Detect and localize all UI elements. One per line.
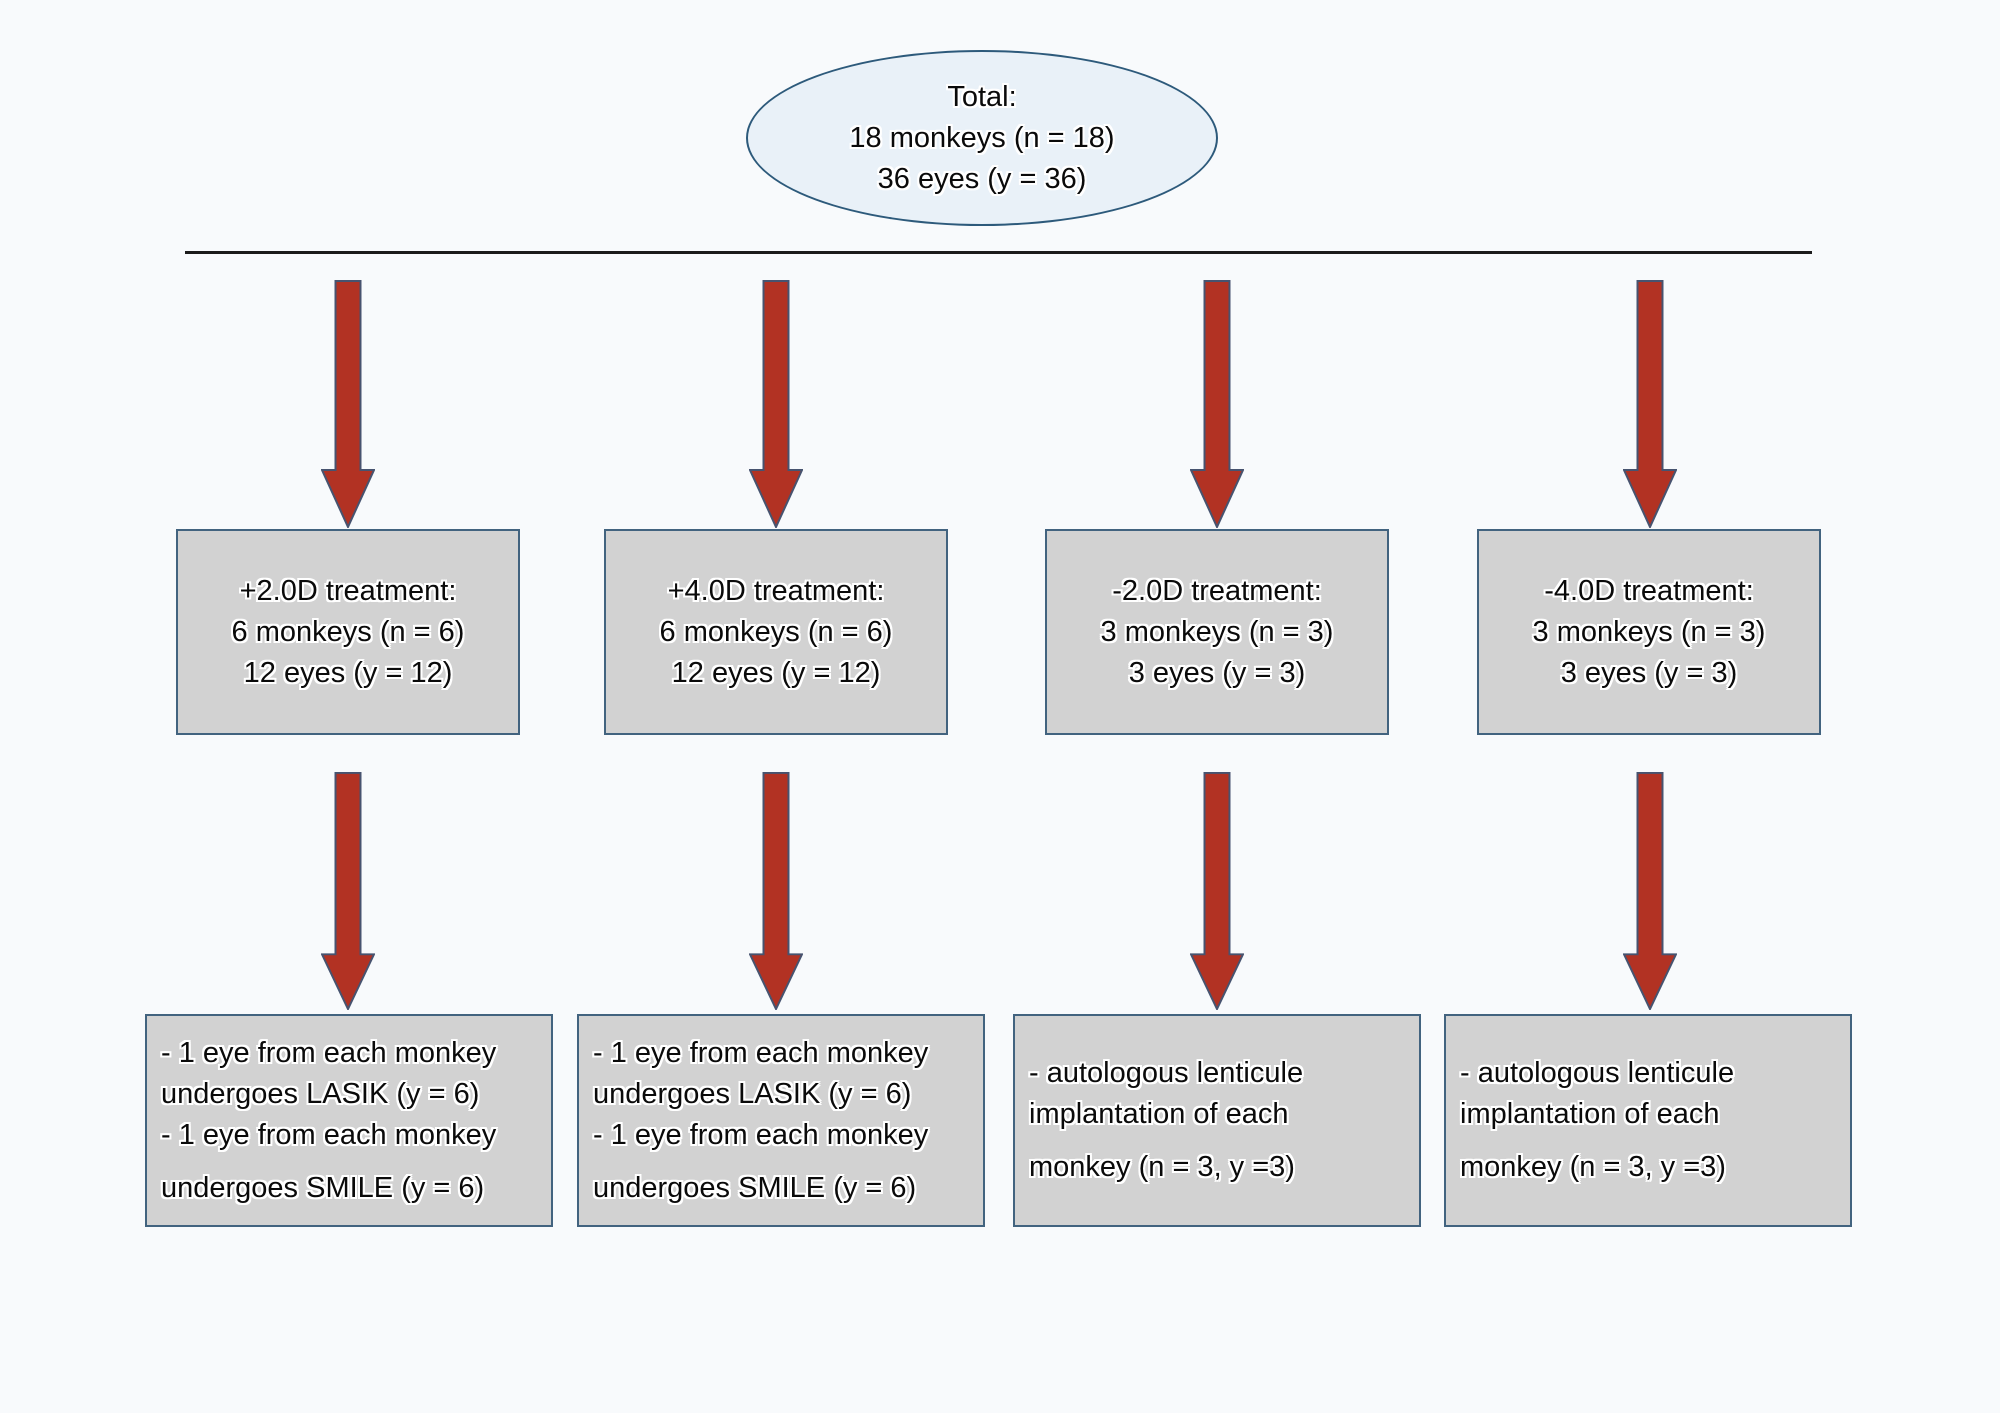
- down-arrow-icon: [1623, 280, 1677, 528]
- text-line: - autologous lenticule: [1460, 1057, 1735, 1089]
- total-node: Total: 18 monkeys (n = 18) 36 eyes (y = 36…: [746, 50, 1218, 226]
- text-line: undergoes SMILE (y = 6): [593, 1171, 917, 1204]
- text-line: 6 monkeys (n = 6): [231, 615, 465, 648]
- text-line: +4.0D treatment:: [667, 574, 885, 607]
- down-arrow-icon: [321, 280, 375, 528]
- down-arrow-icon: [749, 280, 803, 528]
- outcome-text: - 1 eye from each monkey undergoes LASIK …: [593, 1033, 977, 1156]
- down-arrow-icon: [1190, 772, 1244, 1010]
- text-line: - 1 eye from each monkey: [593, 1036, 929, 1069]
- text-line: 12 eyes (y = 12): [671, 656, 881, 689]
- treatment-box: +4.0D treatment: 6 monkeys (n = 6) 12 eyes…: [604, 529, 948, 735]
- outcome-box: - autologous lenticule implantation of ea…: [1013, 1014, 1421, 1227]
- text-line: implantation of each: [1460, 1098, 1720, 1130]
- text-line: monkey (n = 3, y =3): [1029, 1151, 1295, 1183]
- treatment-box: -2.0D treatment: 3 monkeys (n = 3) 3 eyes …: [1045, 529, 1389, 735]
- treatment-box: -4.0D treatment: 3 monkeys (n = 3) 3 eyes …: [1477, 529, 1821, 735]
- text-line: undergoes LASIK (y = 6): [593, 1077, 912, 1110]
- outcome-text: - 1 eye from each monkey undergoes LASIK …: [161, 1033, 545, 1156]
- outcome-box: - 1 eye from each monkey undergoes LASIK …: [577, 1014, 985, 1227]
- outcome-box: - autologous lenticule implantation of ea…: [1444, 1014, 1852, 1227]
- divider-line: [185, 251, 1812, 254]
- text-line: 3 eyes (y = 3): [1560, 656, 1738, 689]
- outcome-text: - autologous lenticule implantation of ea…: [1029, 1053, 1413, 1135]
- text-line: monkey (n = 3, y =3): [1460, 1151, 1726, 1183]
- text-line: 3 monkeys (n = 3): [1100, 615, 1334, 648]
- down-arrow-icon: [1190, 280, 1244, 528]
- treatment-box: +2.0D treatment: 6 monkeys (n = 6) 12 eyes…: [176, 529, 520, 735]
- text-line: - 1 eye from each monkey: [161, 1036, 497, 1069]
- text-line: 3 monkeys (n = 3): [1532, 615, 1766, 648]
- down-arrow-icon: [749, 772, 803, 1010]
- text-line: 18 monkeys (n = 18): [849, 121, 1115, 154]
- text-line: -4.0D treatment:: [1544, 574, 1754, 607]
- text-line: Total:: [947, 80, 1017, 113]
- text-line: 12 eyes (y = 12): [243, 656, 453, 689]
- text-line: - 1 eye from each monkey: [161, 1118, 497, 1151]
- text-line: - 1 eye from each monkey: [593, 1118, 929, 1151]
- outcome-text: monkey (n = 3, y =3): [1460, 1147, 1844, 1188]
- outcome-text: undergoes SMILE (y = 6): [593, 1168, 977, 1209]
- text-line: undergoes LASIK (y = 6): [161, 1077, 480, 1110]
- down-arrow-icon: [1623, 772, 1677, 1010]
- text-line: - autologous lenticule: [1029, 1057, 1304, 1089]
- outcome-box: - 1 eye from each monkey undergoes LASIK …: [145, 1014, 553, 1227]
- outcome-text: undergoes SMILE (y = 6): [161, 1168, 545, 1209]
- text-line: -2.0D treatment:: [1112, 574, 1322, 607]
- outcome-text: - autologous lenticule implantation of ea…: [1460, 1053, 1844, 1135]
- text-line: +2.0D treatment:: [239, 574, 457, 607]
- down-arrow-icon: [321, 772, 375, 1010]
- text-line: 6 monkeys (n = 6): [659, 615, 893, 648]
- text-line: 36 eyes (y = 36): [877, 162, 1087, 195]
- text-line: 3 eyes (y = 3): [1128, 656, 1306, 689]
- text-line: implantation of each: [1029, 1098, 1289, 1130]
- text-line: undergoes SMILE (y = 6): [161, 1171, 485, 1204]
- outcome-text: monkey (n = 3, y =3): [1029, 1147, 1413, 1188]
